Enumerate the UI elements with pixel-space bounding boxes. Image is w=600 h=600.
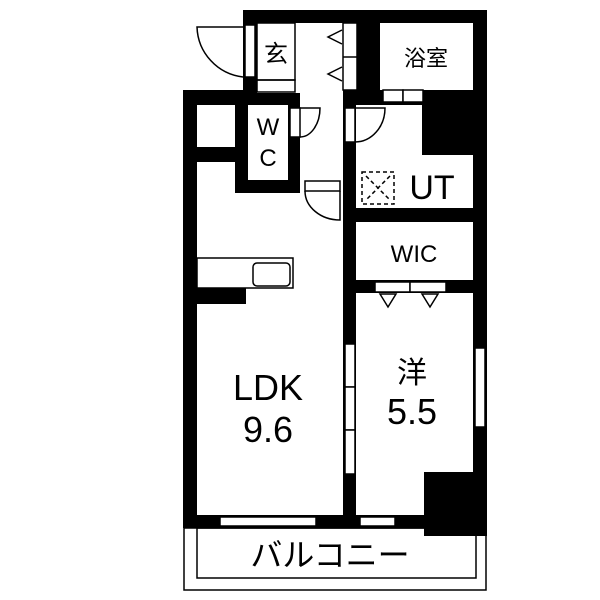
toilet-label-w: W [257, 114, 280, 141]
entrance-details [196, 22, 358, 93]
rooms [197, 23, 473, 515]
sink-icon [252, 262, 291, 287]
toilet-label-c: C [259, 145, 276, 172]
utility-label: UT [409, 169, 454, 207]
storage-floor [197, 105, 235, 147]
wic-floor [356, 222, 473, 280]
ldk-floor-upper [197, 162, 235, 202]
western-room-label: 洋 [397, 357, 427, 390]
balcony-label: バルコニー [250, 537, 409, 573]
ldk-label: LDK [233, 367, 303, 408]
kitchen-counter [196, 257, 294, 289]
entrance-label: 玄 [264, 41, 288, 68]
ldk-size: 9.6 [243, 409, 293, 450]
ldk-floor [197, 193, 343, 515]
bath-floor [380, 23, 473, 90]
balcony [183, 527, 487, 591]
western-room-size: 5.5 [387, 391, 437, 432]
washing-machine-icon [361, 171, 395, 205]
bath-label: 浴室 [404, 46, 448, 71]
wic-label: WIC [391, 241, 438, 268]
structure-blocks [197, 23, 487, 536]
openings [219, 89, 486, 527]
toilet-floor [248, 105, 288, 180]
